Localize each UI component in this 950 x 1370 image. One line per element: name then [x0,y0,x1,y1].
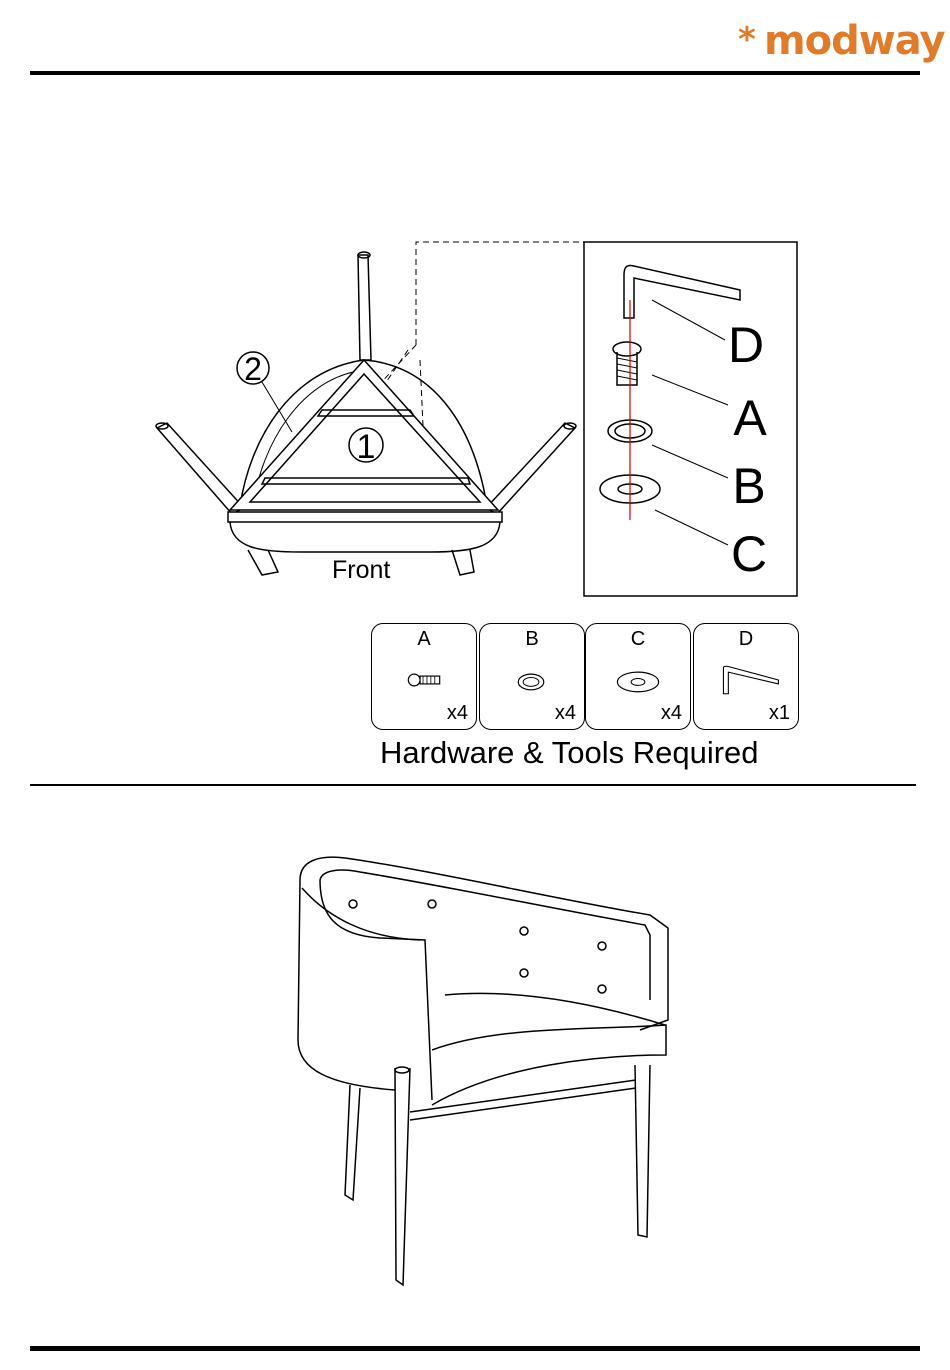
flat-washer-icon [586,660,690,700]
hardware-letter: A [372,628,476,651]
hardware-letter: B [480,628,584,651]
hardware-item-d: D x1 [693,623,799,730]
hardware-letter: D [694,628,798,651]
hardware-caption: Hardware & Tools Required [380,735,759,771]
callout-b: B [732,458,765,514]
allen-key-icon [694,660,798,700]
hardware-letter: C [586,628,690,651]
hardware-qty: x4 [661,702,682,725]
front-label: Front [332,556,390,585]
bolt-icon [372,660,476,700]
part-number-2: 2 [244,351,262,387]
hardware-qty: x4 [447,702,468,725]
callout-a: A [733,390,767,446]
hardware-qty: x4 [555,702,576,725]
callout-c: C [731,526,767,582]
hardware-qty: x1 [769,702,790,725]
hardware-item-a: A x4 [371,623,477,730]
hardware-item-c: C x4 [585,623,691,730]
lock-washer-icon [480,660,584,700]
callout-d: D [728,317,764,373]
hardware-item-b: B x4 [479,623,585,730]
part-number-1: 1 [357,428,376,466]
assembled-chair-illustration [0,840,950,1320]
section-divider [30,784,916,786]
footer-rule [30,1346,920,1351]
